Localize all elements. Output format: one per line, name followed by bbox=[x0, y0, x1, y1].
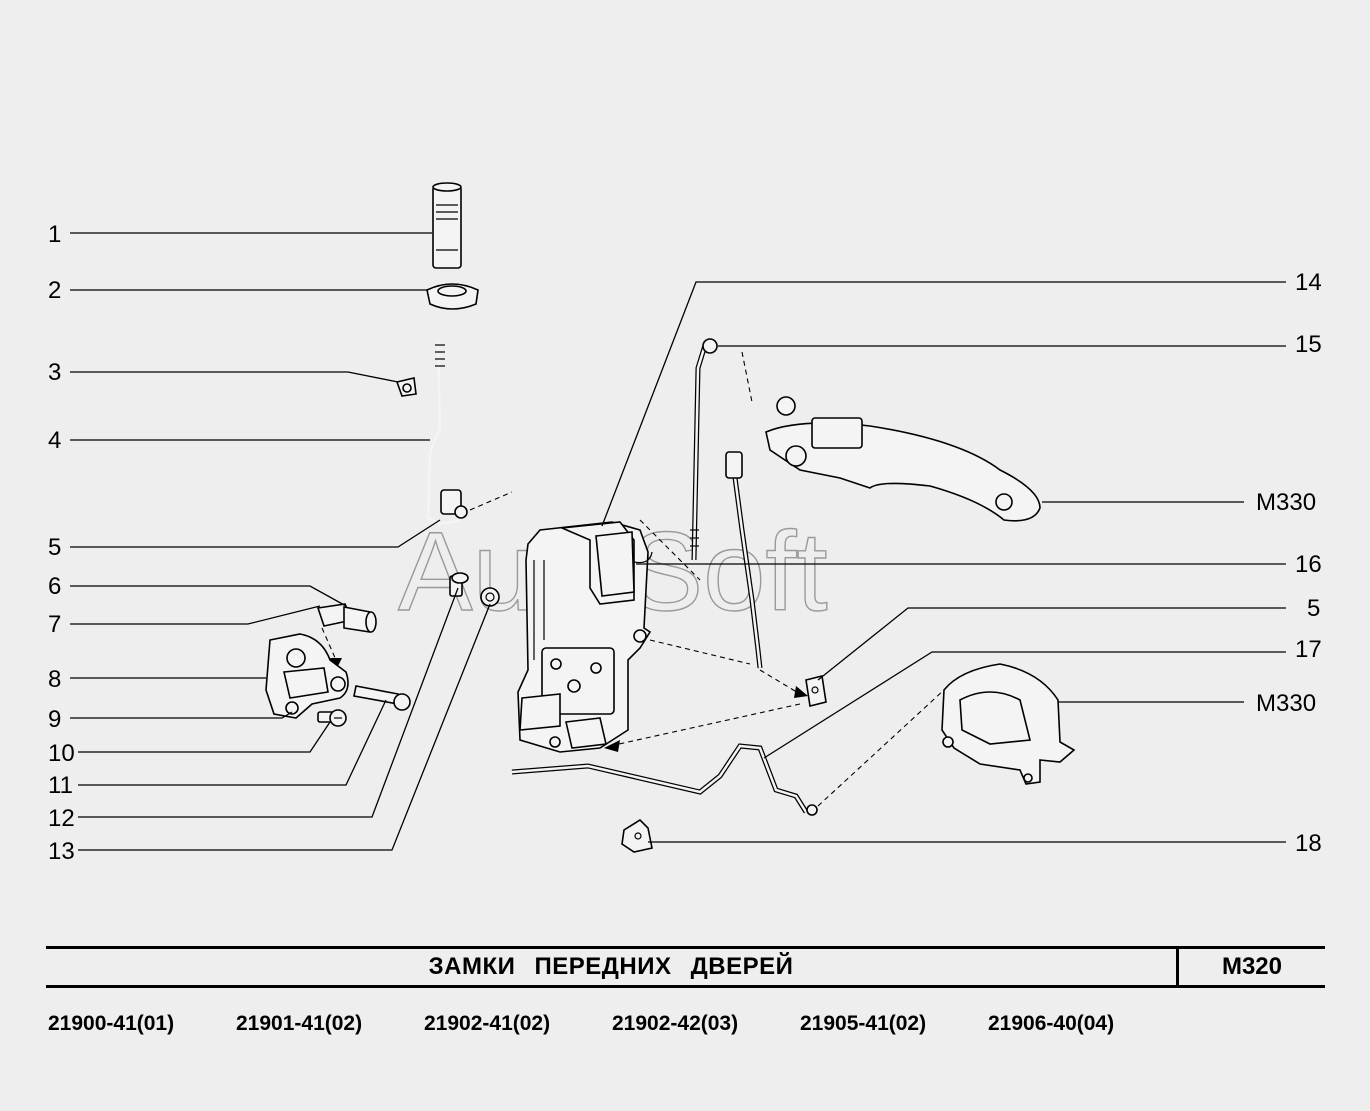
callout-7: 7 bbox=[48, 611, 61, 638]
callout-m330-top: M330 bbox=[1256, 489, 1316, 516]
title-bar: ЗАМКИ ПЕРЕДНИХ ДВЕРЕЙ M320 bbox=[46, 946, 1325, 988]
callout-10: 10 bbox=[48, 740, 75, 767]
callout-11: 11 bbox=[48, 772, 73, 799]
callout-2: 2 bbox=[48, 277, 61, 304]
callout-1: 1 bbox=[48, 221, 61, 248]
part-10-screw bbox=[317, 709, 347, 727]
part-3-clip bbox=[395, 377, 417, 397]
callout-6: 6 bbox=[48, 573, 61, 600]
leaders-left bbox=[70, 232, 491, 851]
page-title: ЗАМКИ ПЕРЕДНИХ ДВЕРЕЙ bbox=[46, 949, 1179, 985]
model-code: 21900-41(01) bbox=[48, 1012, 175, 1035]
callout-5: 5 bbox=[48, 534, 61, 561]
callout-5-right: 5 bbox=[1307, 595, 1320, 622]
part-15-rod bbox=[690, 338, 763, 669]
callout-m330-bottom: M330 bbox=[1256, 690, 1316, 717]
part-2-cap bbox=[426, 283, 479, 310]
callout-9: 9 bbox=[48, 706, 61, 733]
part-16-lock bbox=[517, 521, 652, 753]
callout-3: 3 bbox=[48, 359, 61, 386]
callout-4: 4 bbox=[48, 427, 61, 454]
part-12-screw bbox=[449, 572, 469, 597]
part-13-nut bbox=[480, 587, 500, 607]
model-code: 21902-41(02) bbox=[424, 1012, 551, 1035]
part-5-clip bbox=[440, 489, 468, 519]
callout-13: 13 bbox=[48, 838, 75, 865]
part-5-clip-right bbox=[805, 675, 827, 707]
part-11-bolt bbox=[353, 685, 411, 711]
page-code: M320 bbox=[1221, 953, 1283, 980]
callout-17: 17 bbox=[1295, 636, 1322, 663]
callout-18: 18 bbox=[1295, 830, 1322, 857]
model-code: 21901-41(02) bbox=[236, 1012, 363, 1035]
part-17-rod bbox=[511, 743, 818, 816]
model-code: 21905-41(02) bbox=[800, 1012, 927, 1035]
callout-15: 15 bbox=[1295, 331, 1322, 358]
leaders-right bbox=[601, 281, 1286, 843]
callout-16: 16 bbox=[1295, 551, 1322, 578]
part-6-7-bushing bbox=[316, 603, 377, 633]
callout-8: 8 bbox=[48, 666, 61, 693]
callout-14: 14 bbox=[1295, 269, 1322, 296]
inner-handle bbox=[941, 663, 1076, 785]
callouts-left: 1 2 3 4 5 6 7 8 9 10 11 12 13 bbox=[48, 221, 75, 865]
part-1-sleeve bbox=[432, 182, 462, 269]
callout-12: 12 bbox=[48, 805, 75, 832]
callouts-right: 14 15 M330 16 5 17 M330 18 bbox=[1256, 269, 1322, 857]
part-8-striker bbox=[265, 633, 349, 719]
part-18-clip bbox=[621, 818, 653, 853]
part-4-rod bbox=[426, 339, 463, 526]
model-list: 21900-41(01) 21901-41(02) 21902-41(02) 2… bbox=[0, 1012, 1370, 1042]
model-code: 21902-42(03) bbox=[612, 1012, 739, 1035]
model-code: 21906-40(04) bbox=[988, 1012, 1115, 1035]
outer-handle bbox=[765, 396, 1041, 522]
